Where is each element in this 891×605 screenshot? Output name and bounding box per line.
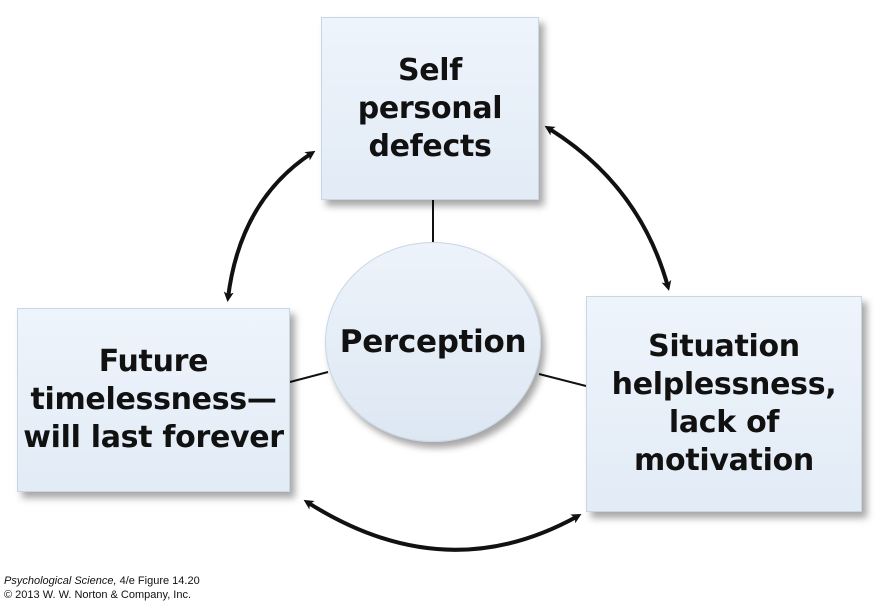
spoke-situation (538, 373, 587, 387)
spoke-future (289, 371, 329, 383)
perception-label: Perception (339, 324, 527, 360)
situation-line-2: lack of (668, 405, 780, 440)
copyright-notice: © 2013 W. W. Norton & Company, Inc. (4, 589, 192, 601)
arrow-self-future (223, 150, 316, 302)
edition-figure: 4/e Figure 14.20 (116, 575, 200, 587)
future-title: Future (98, 344, 209, 379)
situation-line-3: motivation (634, 443, 814, 478)
self-box: Self personal defects (321, 17, 539, 200)
situation-title: Situation (648, 329, 800, 364)
arrow-future-situation (303, 499, 582, 552)
self-line-1: personal (357, 90, 503, 126)
self-line-2: defects (368, 128, 492, 164)
figure-credit: Psychological Science, 4/e Figure 14.20 (4, 575, 200, 588)
future-line-1: timelessness— (30, 382, 277, 417)
arrow-self-situation (544, 125, 672, 291)
situation-box: Situation helplessness, lack of motivati… (586, 296, 862, 512)
situation-line-1: helplessness, (611, 367, 837, 402)
book-title: Psychological Science, (4, 575, 117, 587)
perception-circle: Perception (325, 242, 541, 442)
future-line-2: will last forever (23, 420, 284, 455)
self-title: Self (397, 52, 463, 88)
future-box: Future timelessness— will last forever (17, 308, 290, 492)
